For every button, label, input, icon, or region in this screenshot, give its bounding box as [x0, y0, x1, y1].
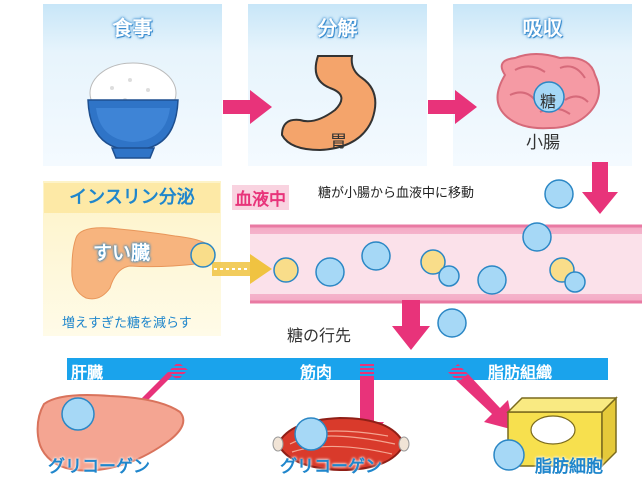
glucose-molecule-icon	[361, 241, 391, 271]
arrow-to-adipose	[448, 364, 514, 430]
arrow-vessel-down	[392, 300, 430, 350]
pancreas-icon	[71, 227, 213, 300]
target-adipose: 脂肪組織	[488, 363, 553, 382]
insulin-molecule-icon	[420, 249, 446, 275]
muscle-glucose-icon	[294, 417, 328, 451]
liver-glucose-icon	[61, 397, 95, 431]
arrow-digestion-to-absorption	[428, 90, 477, 124]
fat-cell-icon	[506, 396, 618, 468]
pancreas-label: すい臓	[93, 242, 151, 264]
glucose-label: 糖	[540, 92, 557, 111]
stomach-icon	[280, 55, 377, 152]
panel-title-absorption: 吸収	[522, 16, 563, 40]
glucose-molecule-icon	[315, 257, 345, 287]
fat-glucose-icon	[493, 439, 525, 471]
destination-bar	[67, 358, 608, 380]
rice-bowl-icon	[87, 62, 179, 159]
glucose-molecule-icon	[437, 308, 467, 338]
panel-title-digestion: 分解	[317, 16, 358, 40]
stomach-label: 胃	[330, 132, 347, 152]
insulin-molecule-icon	[190, 242, 216, 268]
insulin-caption: 増えすぎた糖を減らす	[62, 316, 192, 331]
glucose-molecule-icon	[522, 222, 552, 252]
glucose-molecule-icon	[544, 179, 574, 209]
insulin-title: インスリン分泌	[44, 183, 220, 213]
destination-caption: 糖の行先	[287, 326, 352, 345]
insulin-molecule-icon	[273, 257, 299, 283]
glucose-molecule-icon	[438, 265, 460, 287]
glucose-molecule-icon	[564, 271, 586, 293]
glucose-molecule-icon	[477, 265, 507, 295]
blood-vessel	[250, 224, 642, 304]
result-liver: グリコーゲン	[48, 457, 150, 477]
intestine-glucose-icon	[533, 81, 565, 113]
arrow-meal-to-digestion	[223, 90, 272, 124]
result-adipose: 脂肪細胞	[535, 457, 603, 477]
insulin-arrow	[212, 254, 272, 284]
absorption-caption: 糖が小腸から血液中に移動	[318, 186, 475, 201]
blood-label: 血液中	[232, 185, 289, 210]
target-liver: 肝臓	[71, 363, 104, 382]
result-muscle: グリコーゲン	[280, 457, 382, 477]
small-intestine-label: 小腸	[526, 133, 560, 153]
panel-title-meal: 食事	[112, 16, 153, 40]
arrow-absorption-down	[582, 162, 618, 214]
target-muscle: 筋肉	[300, 363, 333, 382]
